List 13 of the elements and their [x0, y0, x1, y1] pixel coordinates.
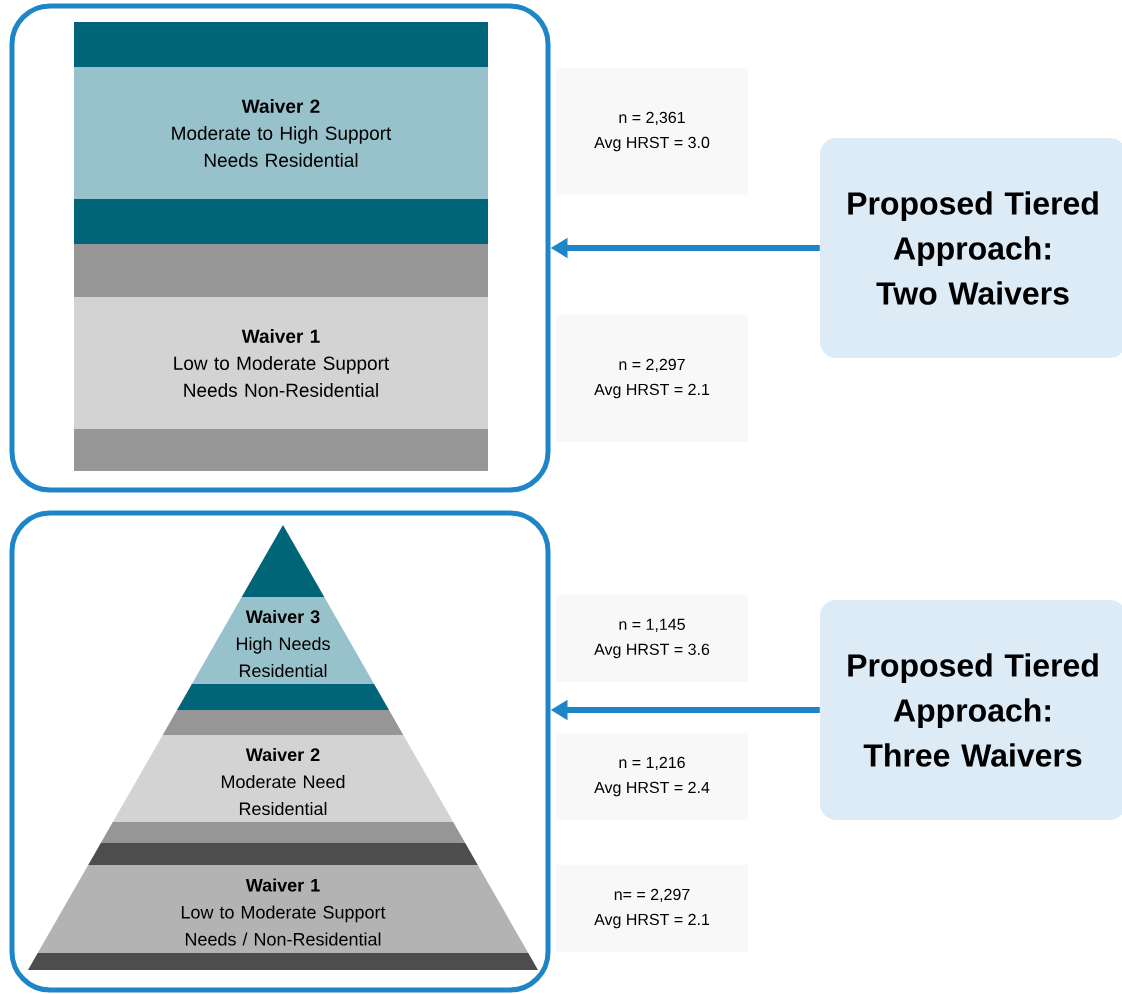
statistics-box: n = 1,216 Avg HRST = 2.4 — [556, 733, 748, 820]
waiver-tier: Waiver 2 Moderate Need Residential — [112, 735, 454, 822]
statistics-box: n= = 2,297 Avg HRST = 2.1 — [556, 865, 748, 952]
statistics-box: n = 2,297 Avg HRST = 2.1 — [556, 315, 748, 442]
panel-frame — [9, 3, 551, 493]
waiver-band: Waiver 1 Low to Moderate Support Needs Non-Residential — [74, 297, 488, 429]
callout-box: Proposed Tiered Approach: Two Waivers — [820, 138, 1122, 358]
waiver-band: Waiver 2 Moderate to High Support Needs Residential — [74, 67, 488, 199]
callout-box: Proposed Tiered Approach: Three Waivers — [820, 600, 1122, 820]
statistics-box: n = 1,145 Avg HRST = 3.6 — [556, 595, 748, 682]
waiver-tier: Waiver 1 Low to Moderate Support Needs / Non-Residential — [37, 865, 529, 953]
waiver-tier: Waiver 3 High Needs Residential — [191, 597, 375, 684]
statistics-box: n = 2,361 Avg HRST = 3.0 — [556, 68, 748, 195]
